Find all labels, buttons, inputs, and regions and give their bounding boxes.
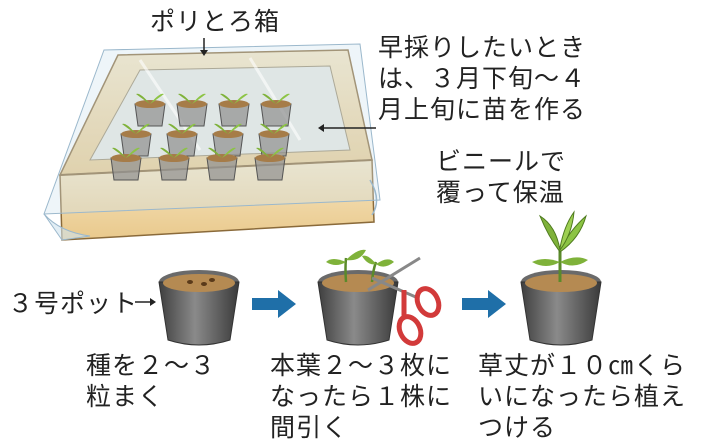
arrow-right-icon xyxy=(252,290,296,318)
small-pot xyxy=(212,123,244,157)
small-pot xyxy=(254,147,286,181)
vinyl-cover-note: ビニールで 覆って保温 xyxy=(436,147,567,207)
small-pot xyxy=(110,147,142,181)
scissors-icon xyxy=(367,256,442,346)
step1-caption: 種を２～３ 粒まく xyxy=(86,351,217,411)
seedling-pots-grid xyxy=(110,93,292,181)
styrofoam-box xyxy=(43,43,381,241)
pot-step3 xyxy=(520,210,602,346)
pot-step1 xyxy=(158,270,240,346)
small-pot xyxy=(258,123,290,157)
small-pot xyxy=(166,123,198,157)
small-pot xyxy=(120,123,152,157)
early-harvest-note: 早採りしたいとき は、３月下旬～４ 月上旬に苗を作る xyxy=(378,33,587,124)
small-pot xyxy=(158,147,190,181)
step2-caption: 本葉２～３枚に なったら１株に 間引く xyxy=(270,351,453,442)
pot-size-label: ３号ポット xyxy=(8,289,139,318)
small-pot xyxy=(218,93,250,127)
small-pot xyxy=(206,147,238,181)
box-label: ポリとろ箱 xyxy=(150,7,281,36)
small-pot xyxy=(134,93,166,127)
step3-caption: 草丈が１０㎝くら いになったら植え つける xyxy=(478,351,687,442)
pot-step2 xyxy=(317,249,399,346)
small-pot xyxy=(176,93,208,127)
arrow-right-icon xyxy=(462,290,506,318)
small-pot xyxy=(260,93,292,127)
